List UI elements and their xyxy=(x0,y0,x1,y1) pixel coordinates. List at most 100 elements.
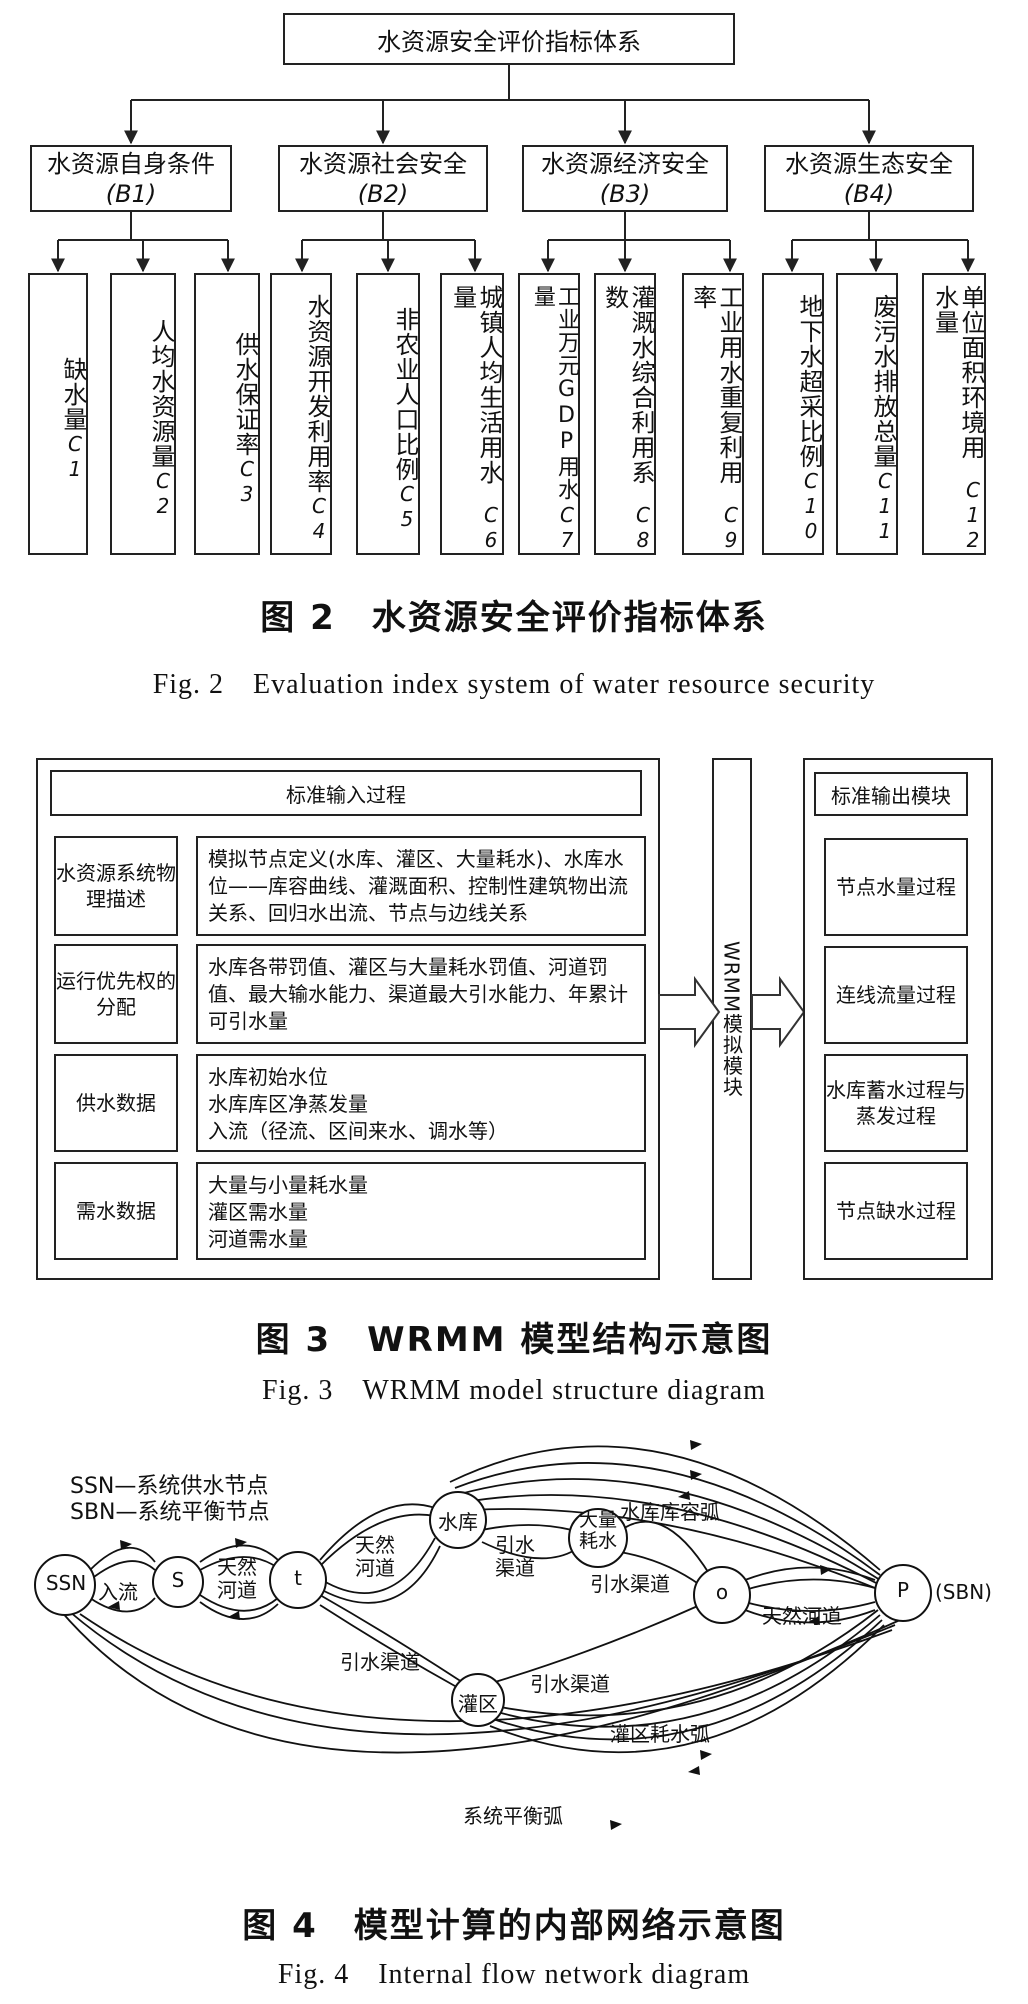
fig4-legend-ssn: SSN—系统供水节点 xyxy=(70,1474,269,1499)
fig3-output-text: 连线流量过程 xyxy=(836,983,956,1007)
fig3-arrow-out xyxy=(751,975,806,1049)
fig3-row-label-text: 水资源系统物理描述 xyxy=(56,861,176,911)
fig4-label-irrig-arc: 灌区耗水弧 xyxy=(610,1722,710,1746)
fig4-node-ssn: SSN xyxy=(45,1571,87,1595)
fig2-group-code: (B2) xyxy=(357,179,409,208)
fig2-indicator-code: C4 xyxy=(307,494,331,544)
fig2-indicator-code: C8 xyxy=(631,503,655,553)
fig2-indicator-text: 灌溉水综合利用系数 xyxy=(600,285,655,485)
fig3-row-text-supply: 水库初始水位 水库库区净蒸发量 入流（径流、区间来水、调水等） xyxy=(196,1054,646,1152)
fig4-label-diversion-1: 引水渠道 xyxy=(495,1533,535,1580)
fig3-row-text-demand: 大量与小量耗水量 灌区需水量 河道需水量 xyxy=(196,1162,646,1260)
fig2-group-b2: 水资源社会安全 (B2) xyxy=(278,145,488,212)
fig3-row-text: 模拟节点定义(水库、灌区、大量耗水)、水库水位——库容曲线、灌溉面积、控制性建筑… xyxy=(208,847,628,925)
fig4-network xyxy=(34,1440,932,1830)
fig2-group-b3: 水资源经济安全 (B3) xyxy=(522,145,728,212)
fig4-label-storage-arc: 水库库容弧 xyxy=(620,1500,720,1524)
fig2-indicator-text: 供水保证率 xyxy=(231,331,259,457)
fig2-indicator-code: C5 xyxy=(395,481,419,532)
fig2-indicator-text: 水资源开发利用率 xyxy=(303,294,331,494)
fig3-row-text-physical: 模拟节点定义(水库、灌区、大量耗水)、水库水位——库容曲线、灌溉面积、控制性建筑… xyxy=(196,836,646,936)
fig2-indicator-text: 缺水量 xyxy=(59,356,87,432)
fig3-output-node-shortage: 节点缺水过程 xyxy=(824,1162,968,1260)
fig2-indicator-code: C12 xyxy=(961,478,985,553)
fig2-indicator-c6: 城镇人均生活用水量 C6 xyxy=(440,273,504,555)
fig2-indicator-text: 工业万元GDP用水量 xyxy=(529,285,579,501)
fig2-group-name: 水资源自身条件 xyxy=(47,149,215,178)
fig3-input-title: 标准输入过程 xyxy=(50,770,642,816)
fig4-caption-en: Fig. 4 Internal flow network diagram xyxy=(277,1959,751,1990)
fig4-node-t: t xyxy=(294,1566,302,1590)
fig2-group-code: (B1) xyxy=(105,179,157,208)
fig2-connectors xyxy=(51,65,975,273)
fig4-label-inflow: 入流 xyxy=(98,1580,138,1604)
fig3-output-link-flow: 连线流量过程 xyxy=(824,946,968,1044)
fig3-row-text-priority: 水库各带罚值、灌区与大量耗水罚值、河道罚值、最大输水能力、渠道最大引水能力、年累… xyxy=(196,944,646,1044)
fig2-indicator-code: C1 xyxy=(63,431,87,482)
fig2-group-name: 水资源社会安全 xyxy=(299,149,467,178)
fig3-output-text: 水库蓄水过程与蒸发过程 xyxy=(826,1078,966,1128)
fig4-node-sbn: (SBN) xyxy=(935,1580,992,1604)
fig4-node-o: o xyxy=(715,1580,729,1604)
fig4-legend-sbn: SBN—系统平衡节点 xyxy=(70,1500,270,1526)
fig2-indicator-text: 城镇人均生活用水量 xyxy=(448,285,503,485)
fig3-row-label-supply: 供水数据 xyxy=(54,1054,178,1152)
fig3-output-title: 标准输出模块 xyxy=(814,772,968,816)
fig2-indicator-text: 非农业人口比例 xyxy=(391,306,419,482)
fig4-label-natural-river-3: 天然河道 xyxy=(762,1604,842,1628)
fig2-indicator-text: 人均水资源量 xyxy=(147,319,175,469)
fig4-node-s: S xyxy=(171,1568,185,1592)
fig4-node-irrig: 灌区 xyxy=(458,1692,498,1716)
fig2-indicator-text: 废污水排放总量 xyxy=(869,294,897,469)
fig4-node-bigcons: 大量耗水 xyxy=(578,1509,617,1552)
fig3-row-text: 大量与小量耗水量 灌区需水量 河道需水量 xyxy=(208,1173,368,1251)
fig3-row-label-physical: 水资源系统物理描述 xyxy=(54,836,178,936)
fig4-label-diversion-4: 引水渠道 xyxy=(530,1672,610,1696)
fig3-arrow-in xyxy=(658,975,721,1049)
fig2-indicator-code: C9 xyxy=(719,503,743,553)
fig4-label-balance-arc: 系统平衡弧 xyxy=(463,1804,563,1828)
fig3-row-label-text: 运行优先权的分配 xyxy=(56,969,176,1019)
fig3-input-title-text: 标准输入过程 xyxy=(286,782,406,807)
fig3-caption-cn: 图 3 WRMM 模型结构示意图 xyxy=(255,1320,773,1360)
fig2-indicator-text: 地下水超采比例 xyxy=(795,294,823,469)
fig3-caption-en: Fig. 3 WRMM model structure diagram xyxy=(262,1375,766,1406)
fig2-indicator-c8: 灌溉水综合利用系数 C8 xyxy=(594,273,656,555)
fig2-indicator-code: C6 xyxy=(479,503,503,553)
fig4-caption-cn: 图 4 模型计算的内部网络示意图 xyxy=(242,1906,786,1946)
fig2-root-node: 水资源安全评价指标体系 xyxy=(283,13,735,65)
fig3-output-text: 节点缺水过程 xyxy=(836,1199,956,1223)
fig2-root-label: 水资源安全评价指标体系 xyxy=(377,27,641,56)
fig2-indicator-code: C10 xyxy=(799,469,823,544)
fig4-label-natural-river-1: 天然河道 xyxy=(217,1555,257,1602)
fig3-wrmm-module-label: WRMM模拟模块 xyxy=(719,940,744,1098)
fig4-legend: SSN—系统供水节点 SBN—系统平衡节点 xyxy=(70,1474,270,1527)
fig3-row-label-text: 需水数据 xyxy=(76,1199,156,1223)
fig4-node-reservoir: 水库 xyxy=(438,1510,478,1534)
fig3-row-label-priority: 运行优先权的分配 xyxy=(54,944,178,1044)
fig2-group-name: 水资源经济安全 xyxy=(541,149,709,178)
fig4-node-p: P xyxy=(896,1578,910,1602)
fig3-output-text: 节点水量过程 xyxy=(836,875,956,899)
fig2-group-b1: 水资源自身条件 (B1) xyxy=(30,145,232,212)
fig2-group-code: (B4) xyxy=(843,179,895,208)
fig4-label-diversion-2: 引水渠道 xyxy=(590,1572,670,1596)
fig2-group-name: 水资源生态安全 xyxy=(785,149,953,178)
fig3-output-reservoir-storage: 水库蓄水过程与蒸发过程 xyxy=(824,1054,968,1152)
fig3-row-text: 水库各带罚值、灌区与大量耗水罚值、河道罚值、最大输水能力、渠道最大引水能力、年累… xyxy=(208,955,628,1033)
fig3-output-title-text: 标准输出模块 xyxy=(831,783,951,808)
fig2-indicator-code: C7 xyxy=(555,503,579,553)
fig2-caption-en: Fig. 2 Evaluation index system of water … xyxy=(152,669,876,700)
fig3-output-node-volume: 节点水量过程 xyxy=(824,838,968,936)
fig3-row-label-demand: 需水数据 xyxy=(54,1162,178,1260)
